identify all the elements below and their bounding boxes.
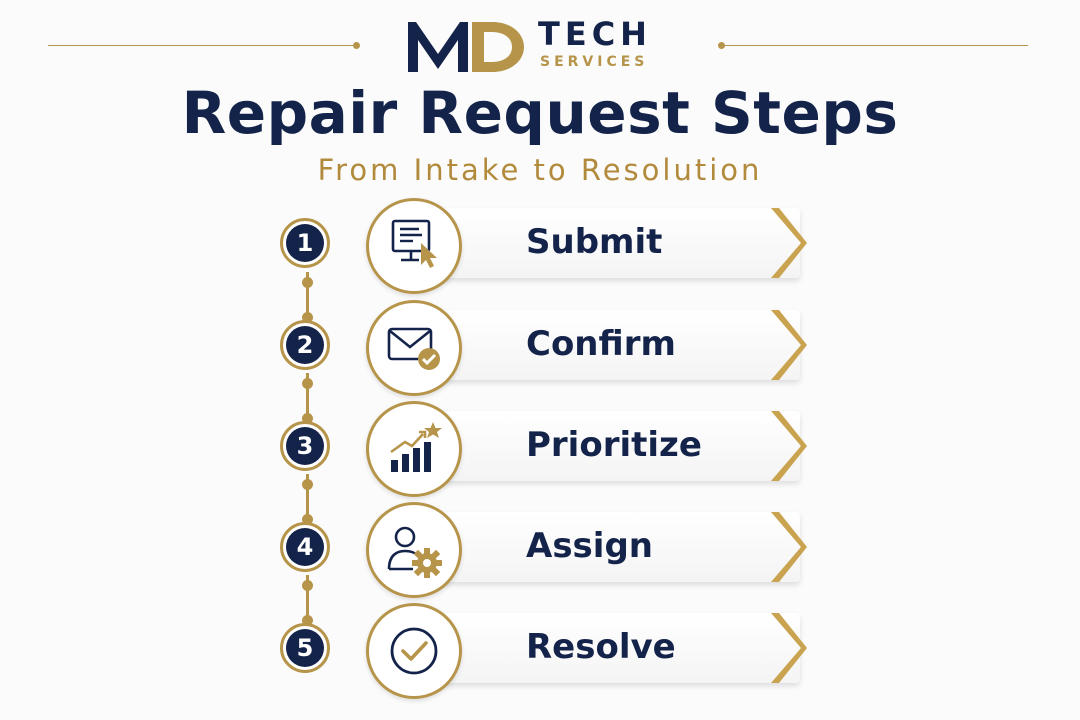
step-label: Submit: [526, 222, 663, 262]
step-icon-circle: [366, 300, 462, 396]
step-connector: [306, 575, 309, 630]
user-gear-icon: [387, 526, 442, 578]
step-number: 1: [286, 224, 324, 262]
step-number-badge: 2: [280, 320, 330, 370]
step-resolve: 5 Resolve: [0, 603, 1080, 699]
decorative-rule-right: [724, 45, 1028, 46]
connector-dot: [302, 479, 313, 490]
md-logo-mark: [408, 22, 524, 72]
step-label: Resolve: [526, 627, 676, 667]
chevron-right-icon: [771, 411, 807, 481]
step-bar: [420, 411, 800, 481]
connector-dot: [302, 277, 313, 288]
step-label: Confirm: [526, 324, 676, 364]
step-icon-circle: [366, 502, 462, 598]
connector-dot: [302, 413, 313, 424]
step-icon-circle: [366, 401, 462, 497]
brand-name: TECH: [538, 15, 652, 53]
page-title: Repair Request Steps: [181, 79, 899, 147]
step-bar: [420, 310, 800, 380]
chevron-right-icon: [771, 310, 807, 380]
connector-dot: [302, 378, 313, 389]
step-submit: 1 Submit: [0, 198, 1080, 294]
step-number-badge: 4: [280, 522, 330, 572]
step-confirm: 2 Confirm: [0, 300, 1080, 396]
header: TECH SERVICES Repair Request Steps From …: [0, 0, 1080, 200]
step-number-badge: 1: [280, 218, 330, 268]
step-prioritize: 3 Prioritize: [0, 401, 1080, 497]
connector-dot: [302, 312, 313, 323]
computer-cursor-icon: [391, 219, 437, 268]
chevron-right-icon: [771, 613, 807, 683]
step-number-badge: 3: [280, 421, 330, 471]
step-label: Assign: [526, 526, 653, 566]
chevron-right-icon: [771, 512, 807, 582]
step-bar: [420, 208, 800, 278]
step-bar: [420, 613, 800, 683]
step-icon-circle: [366, 603, 462, 699]
decorative-rule-left: [48, 45, 354, 46]
step-connector: [306, 373, 309, 428]
check-circle-icon: [390, 627, 438, 675]
decorative-rule-dot-right: [718, 42, 725, 49]
connector-dot: [302, 580, 313, 591]
step-number: 2: [286, 326, 324, 364]
step-assign: 4 Assign: [0, 502, 1080, 598]
decorative-rule-dot-left: [353, 42, 360, 49]
envelope-check-icon: [387, 327, 440, 370]
step-connector: [306, 474, 309, 529]
step-number: 3: [286, 427, 324, 465]
step-number: 5: [286, 629, 324, 667]
brand-logo: [404, 14, 676, 76]
step-label: Prioritize: [526, 425, 702, 465]
step-bar: [420, 512, 800, 582]
chevron-right-icon: [771, 208, 807, 278]
growth-chart-star-icon: [390, 422, 442, 472]
connector-dot: [302, 514, 313, 525]
step-number-badge: 5: [280, 623, 330, 673]
page-subtitle: From Intake to Resolution: [317, 153, 763, 187]
brand-tagline: SERVICES: [540, 54, 649, 70]
connector-dot: [302, 615, 313, 626]
step-icon-circle: [366, 198, 462, 294]
step-number: 4: [286, 528, 324, 566]
step-connector: [306, 272, 309, 327]
